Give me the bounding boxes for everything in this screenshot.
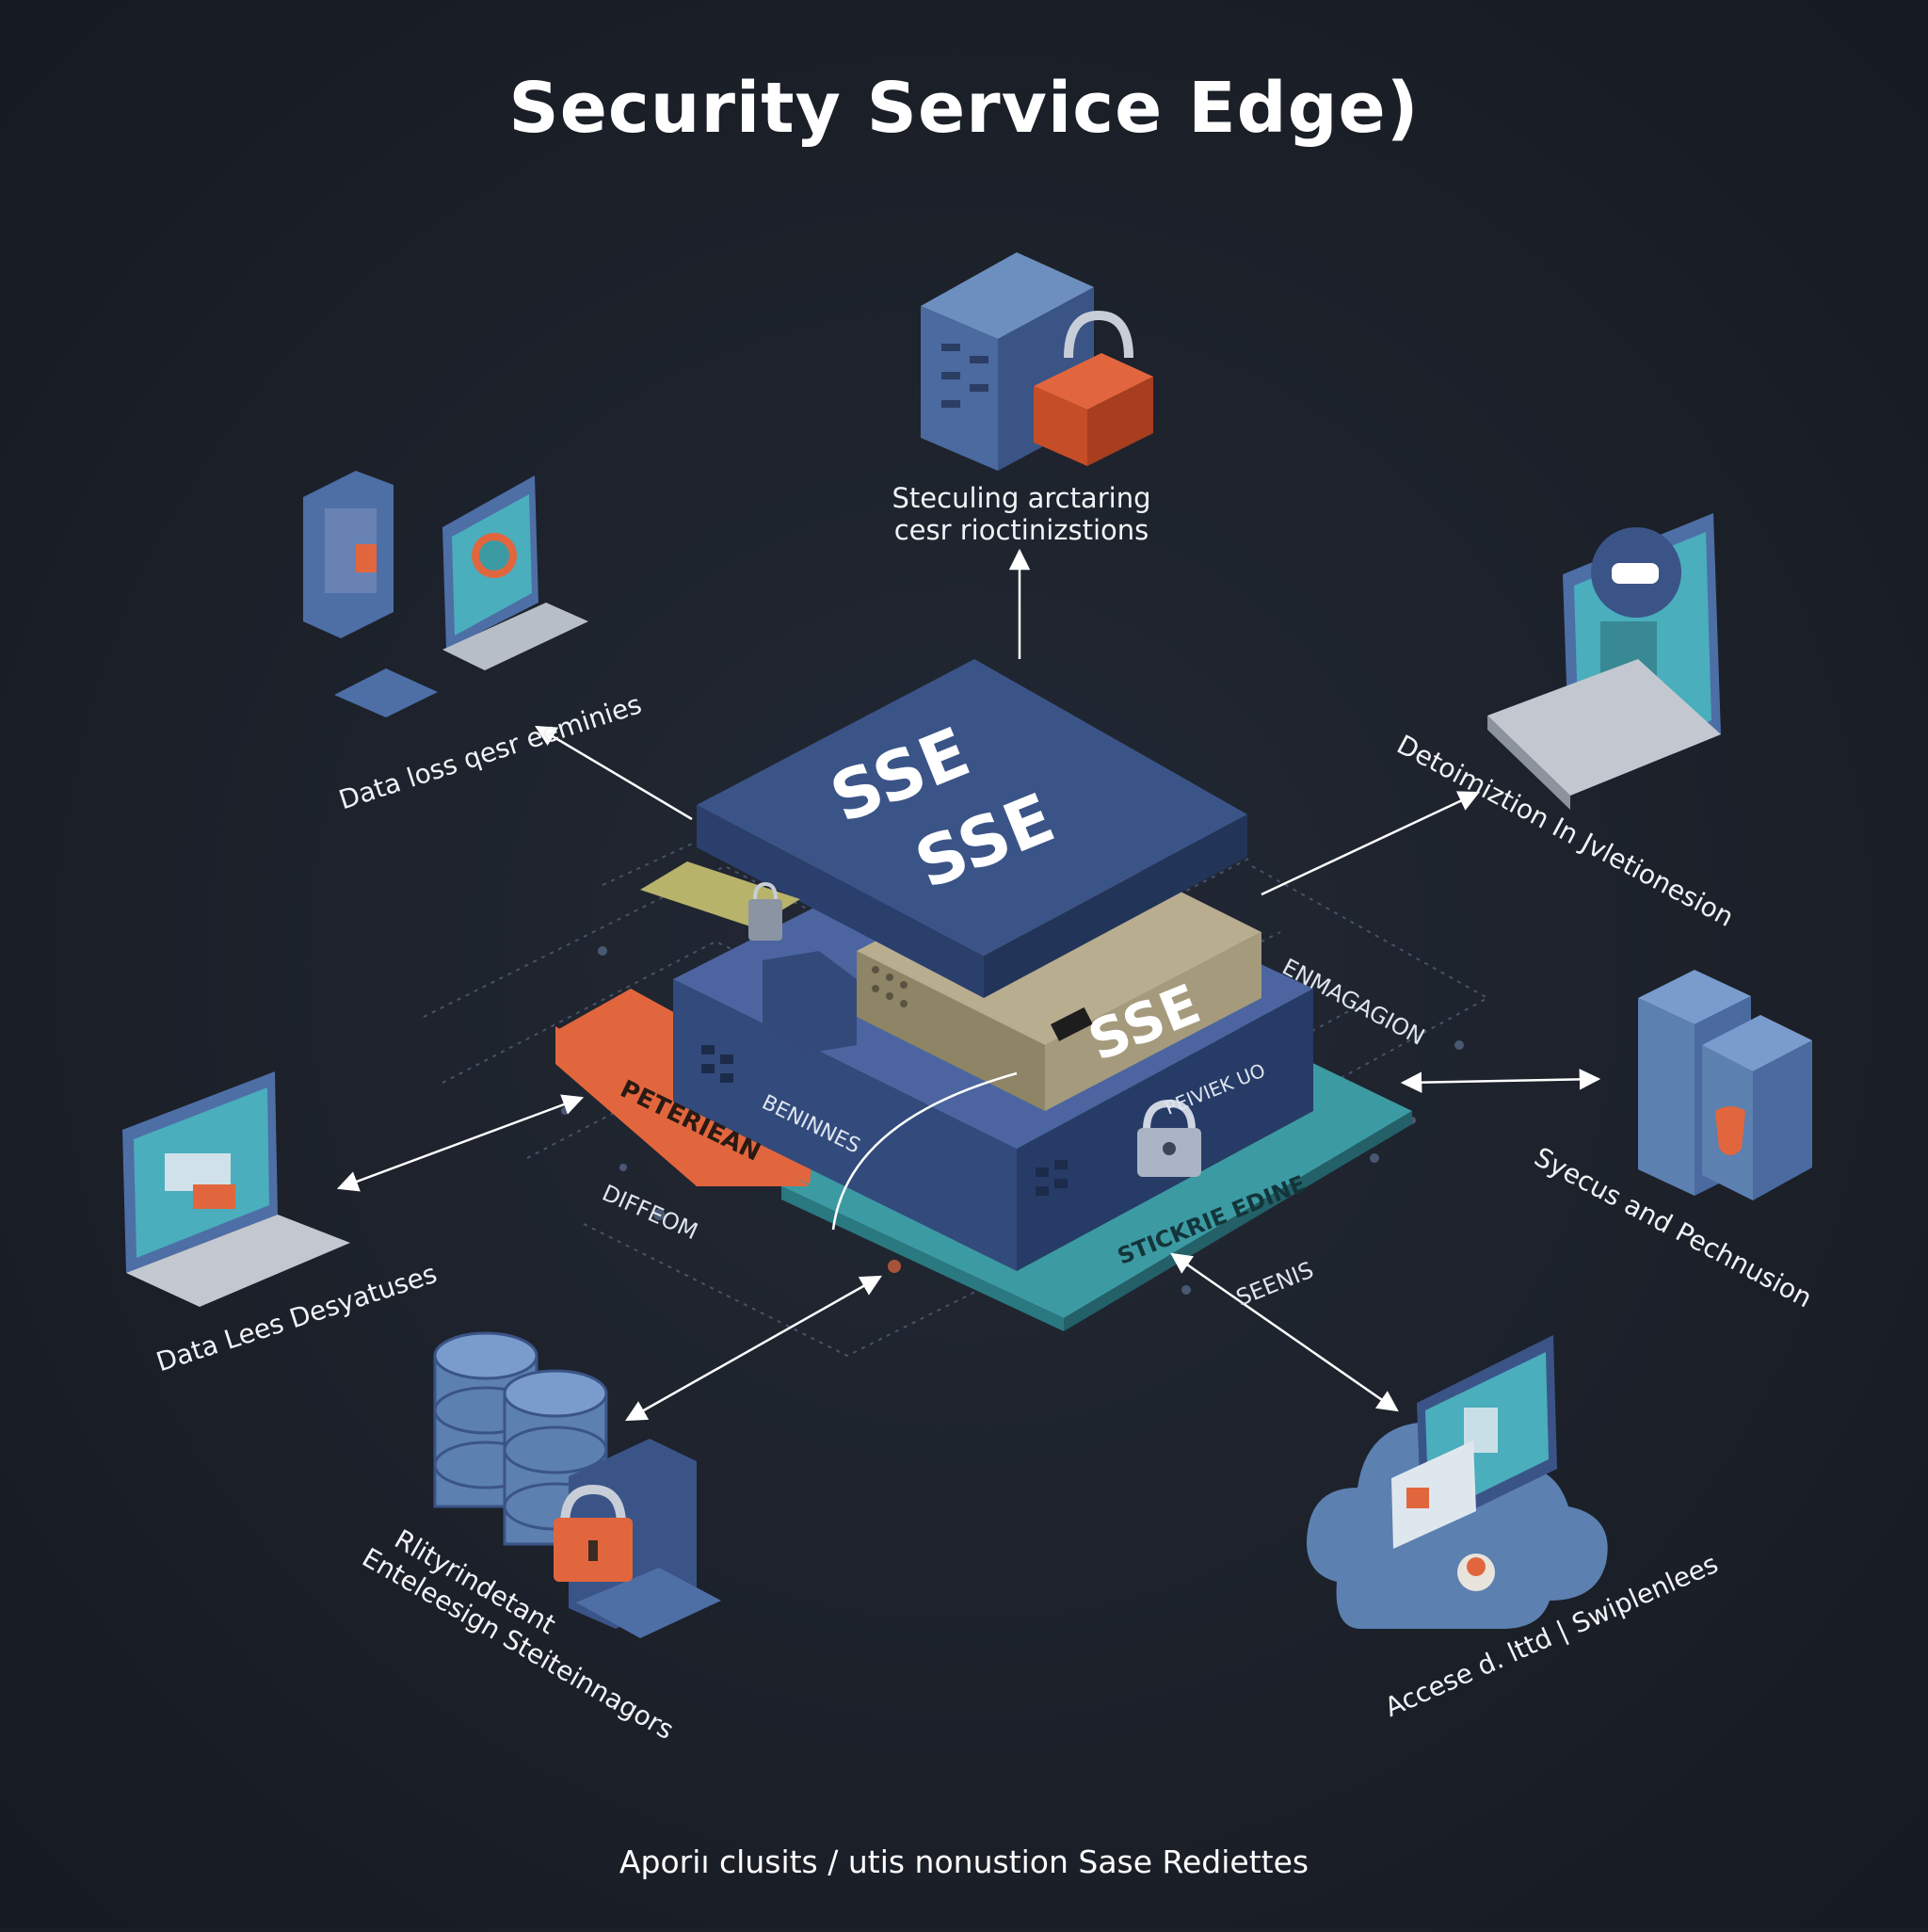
top-node-line2: cesr rioctinizstions [893, 514, 1149, 546]
laptop-icon [122, 1071, 350, 1307]
arrow-right [1400, 1069, 1601, 1093]
arrow-lower-right [1170, 1252, 1399, 1412]
laptop-chat-icon [1487, 513, 1721, 810]
arrow-upper-right [1261, 791, 1481, 896]
arrow-left [336, 1094, 585, 1192]
firewall-lock-icon [921, 252, 1153, 471]
server-shield-icon [1638, 970, 1812, 1200]
cloud-devices-icon [1307, 1335, 1608, 1629]
sse-side-card [640, 861, 857, 1055]
diagram-title: Security Service Edge) [508, 68, 1420, 149]
diagram-footer: Aporiı clusits / utis nonustion Sase Red… [619, 1843, 1309, 1880]
top-node-label: Steculing arctaring cesr rioctinizstions [828, 482, 1214, 546]
arrow-upper-left [535, 725, 693, 821]
curve-connector [831, 1071, 1018, 1231]
top-node-line1: Steculing arctaring [892, 482, 1151, 514]
sse-padlock-icon [1137, 1099, 1201, 1177]
devices-icon [303, 471, 588, 717]
sse-top-slab [697, 659, 1247, 998]
connector-arrows [336, 548, 1601, 1422]
database-lock-icon [433, 1331, 721, 1638]
arrow-lower-left [625, 1275, 882, 1422]
